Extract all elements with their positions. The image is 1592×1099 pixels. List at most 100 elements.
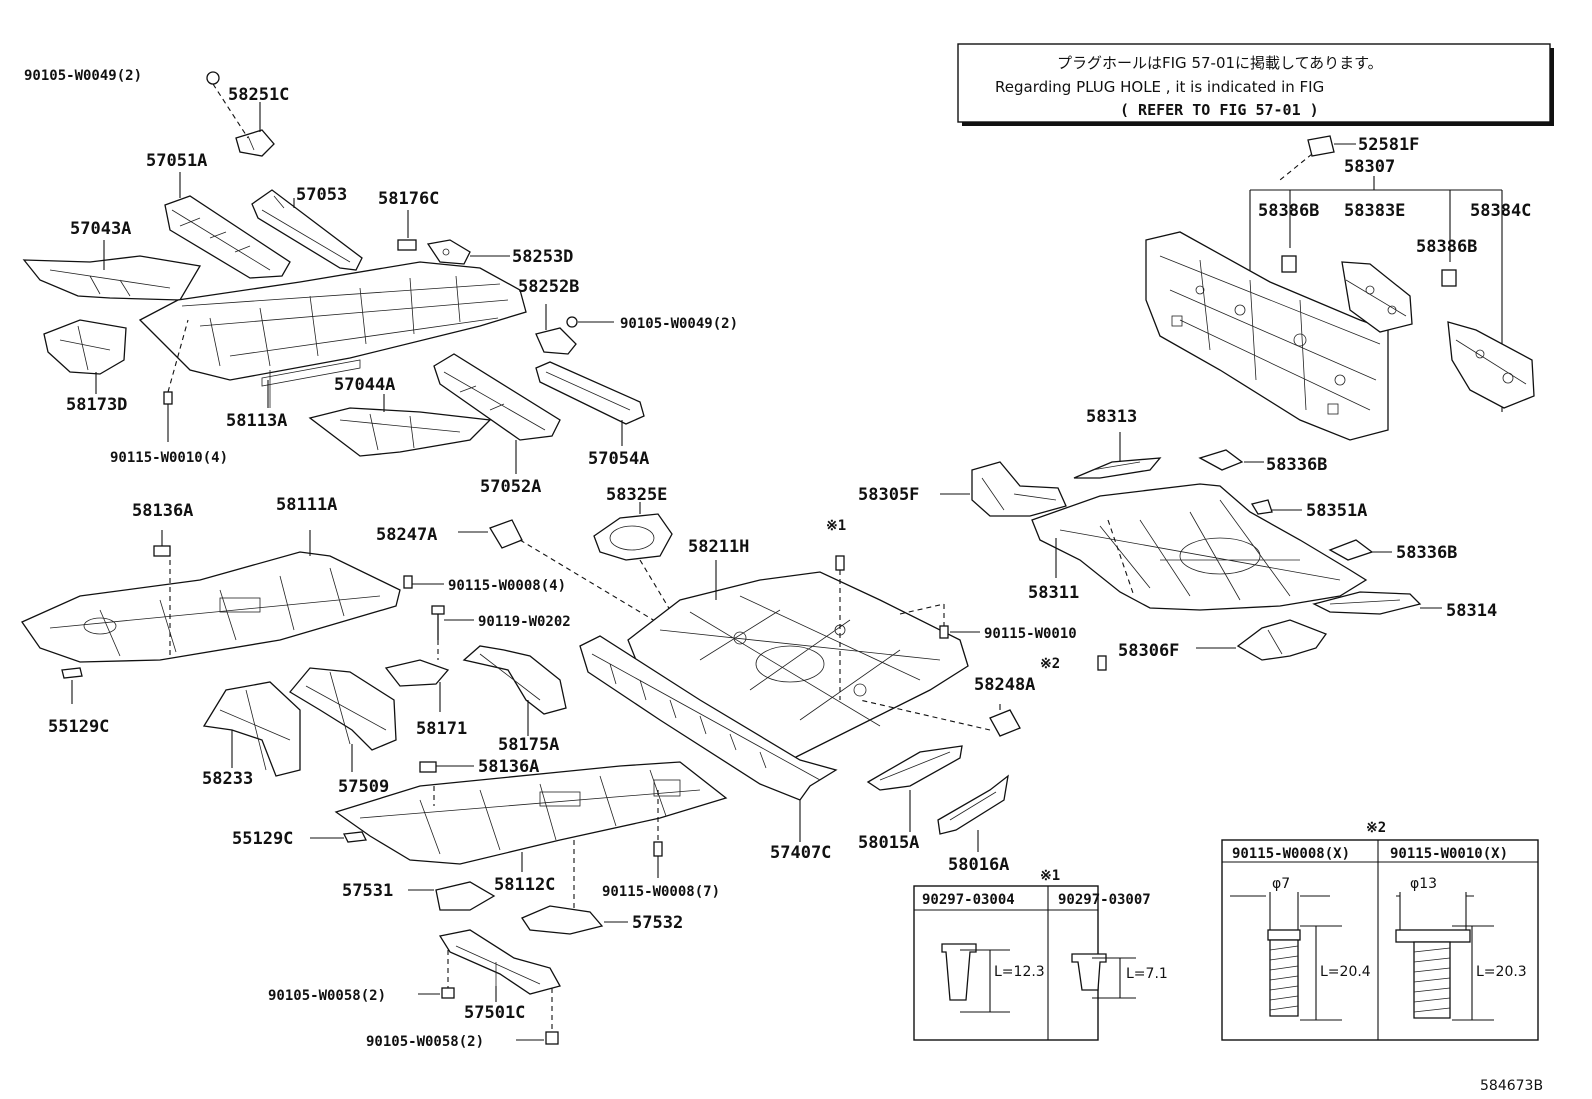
fastener-table-mark1: ※1 90297-03004 90297-03007 L=12.3 L=7.1 <box>913 868 1168 1041</box>
label-58251c: 58251C <box>228 85 289 105</box>
part-57509-member <box>289 667 397 772</box>
part-58136a-patch-2 <box>419 761 474 773</box>
label-58111a: 58111A <box>276 495 337 515</box>
part-58233-member <box>202 681 301 777</box>
part-bolt-90115-w0008-4 <box>403 575 444 589</box>
part-58176c-plate <box>397 210 417 251</box>
label-58325e: 58325E <box>606 485 667 505</box>
table2-phi2: φ13 <box>1410 876 1437 892</box>
plug-hole-note: プラグホールはFIG 57-01に掲載してあります。 Regarding PLU… <box>957 43 1554 126</box>
label-58313: 58313 <box>1086 407 1137 427</box>
part-58307-rear-panel <box>1145 231 1389 441</box>
part-58386b-clip-2 <box>1441 269 1457 287</box>
part-58113a-floor <box>138 261 527 408</box>
table1-mark: ※1 <box>1040 868 1060 884</box>
part-58112c-floor <box>334 761 728 910</box>
label-90115-w0008-4: 90115-W0008(4) <box>448 578 566 594</box>
table2-dim2: L=20.3 <box>1476 964 1527 980</box>
label-90115-w0010-4: 90115-W0010(4) <box>110 450 228 466</box>
label-58386b-2: 58386B <box>1416 237 1477 257</box>
part-58336b-bracket-2 <box>1328 539 1392 561</box>
table2-phi1: φ7 <box>1272 876 1290 892</box>
part-58171-bracket <box>384 659 450 712</box>
part-58384c-panel <box>1447 321 1535 409</box>
part-58351a-bracket <box>1250 499 1302 515</box>
label-58136a-1: 58136A <box>132 501 193 521</box>
label-57043a: 57043A <box>70 219 131 239</box>
part-bolt-90115-w0008-7 <box>653 841 663 878</box>
part-57501c-bracket <box>438 929 561 1030</box>
label-58136a-2: 58136A <box>478 757 539 777</box>
label-58171: 58171 <box>416 719 467 739</box>
part-58175a-bracket <box>462 645 567 736</box>
label-mark1-bolt: ※1 <box>826 518 846 534</box>
part-bolt-90115-w0010 <box>899 603 980 639</box>
label-57044a: 57044A <box>334 375 395 395</box>
part-57052a-member <box>433 353 561 474</box>
note-line-ja: プラグホールはFIG 57-01に掲載してあります。 <box>1057 54 1383 72</box>
label-57052a: 57052A <box>480 477 541 497</box>
label-90105-w0049-mid: 90105-W0049(2) <box>620 316 738 332</box>
part-57532-bracket <box>521 905 628 935</box>
part-55129c-clip-2 <box>310 831 367 843</box>
label-57053: 57053 <box>296 185 347 205</box>
part-58253d-bracket <box>426 239 510 265</box>
part-57044a-panel <box>308 394 492 457</box>
label-58176c: 58176C <box>378 189 439 209</box>
part-57531-bracket <box>408 881 496 911</box>
part-bolt-90105-w0058-2 <box>516 1031 559 1045</box>
part-52581f-plug <box>1279 135 1356 181</box>
part-58386b-clip-1 <box>1281 255 1297 273</box>
part-57054a-member <box>535 361 645 446</box>
part-58173d-bracket <box>43 319 127 394</box>
part-57053-rail <box>251 189 363 271</box>
label-90115-w0010: 90115-W0010 <box>984 626 1077 642</box>
figure-id: 584673B <box>1480 1078 1543 1094</box>
part-58336b-bracket-1 <box>1198 449 1264 471</box>
part-bolt-90119-w0202 <box>431 605 474 660</box>
label-57531: 57531 <box>342 881 393 901</box>
label-58252b: 58252B <box>518 277 579 297</box>
part-57407c-side-sill <box>579 635 838 842</box>
table1-dim2: L=7.1 <box>1126 966 1168 982</box>
part-57043a-panel <box>22 240 202 301</box>
part-58136a-patch-1 <box>153 530 171 557</box>
label-57509: 57509 <box>338 777 389 797</box>
label-57407c: 57407C <box>770 843 831 863</box>
label-90115-w0008-7: 90115-W0008(7) <box>602 884 720 900</box>
label-58305f: 58305F <box>858 485 919 505</box>
label-58173d: 58173D <box>66 395 127 415</box>
label-58233: 58233 <box>202 769 253 789</box>
label-58015a: 58015A <box>858 833 919 853</box>
label-58016a: 58016A <box>948 855 1009 875</box>
table2-col2: 90115-W0010(X) <box>1390 846 1508 862</box>
label-58248a: 58248A <box>974 675 1035 695</box>
table1-col1: 90297-03004 <box>922 892 1015 908</box>
label-58247a: 58247A <box>376 525 437 545</box>
fastener-table-mark2: ※2 90115-W0008(X) 90115-W0010(X) φ7 L=20… <box>1221 820 1539 1041</box>
part-labels: 90105-W0049(2) 58251C 57051A 57053 58176… <box>24 68 1531 1050</box>
label-58112c: 58112C <box>494 875 555 895</box>
part-58248a-bracket <box>859 699 1021 737</box>
table2-mark: ※2 <box>1366 820 1386 836</box>
part-58383e-panel <box>1341 261 1413 333</box>
label-57054a: 57054A <box>588 449 649 469</box>
part-58247a-bracket <box>458 519 721 661</box>
part-58305f-member <box>940 461 1067 517</box>
label-90119-w0202: 90119-W0202 <box>478 614 571 630</box>
part-bolt-mark2 <box>1097 655 1107 671</box>
label-58336b-1: 58336B <box>1266 455 1327 475</box>
label-57501c: 57501C <box>464 1003 525 1023</box>
label-58306f: 58306F <box>1118 641 1179 661</box>
label-58386b-1: 58386B <box>1258 201 1319 221</box>
part-55129c-clip-1 <box>61 667 83 704</box>
label-57532: 57532 <box>632 913 683 933</box>
label-58384c: 58384C <box>1470 201 1531 221</box>
label-58311: 58311 <box>1028 583 1079 603</box>
label-58351a: 58351A <box>1306 501 1367 521</box>
table1-col2: 90297-03007 <box>1058 892 1151 908</box>
label-58253d: 58253D <box>512 247 573 267</box>
label-90105-w0058-1: 90105-W0058(2) <box>268 988 386 1004</box>
label-58307: 58307 <box>1344 157 1395 177</box>
